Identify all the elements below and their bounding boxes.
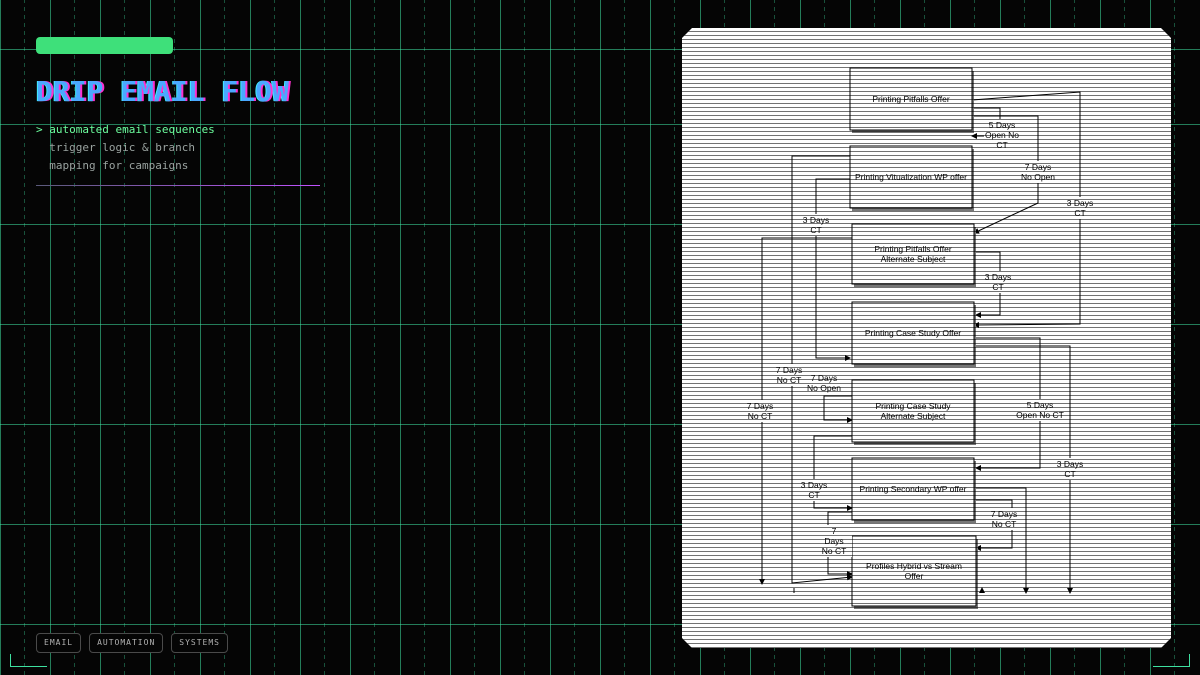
subtitle-line: > automated email sequences — [36, 123, 215, 136]
edge-label-text: CT — [1064, 469, 1075, 479]
edge-label-text: 3 Days — [1067, 198, 1093, 208]
node-label: Printing Secondary WP offer — [860, 484, 967, 494]
node-label: Printing Case Study — [875, 401, 951, 411]
edge-label-text: CT — [1074, 208, 1085, 218]
accent-bar — [36, 37, 173, 54]
tag-automation: AUTOMATION — [89, 633, 164, 653]
node-label: Printing Pitfalls Offer — [872, 94, 949, 104]
edge-label-text: CT — [992, 282, 1003, 292]
edge-label-text: No Open — [1021, 172, 1055, 182]
subtitle-line: mapping for campaigns — [36, 159, 189, 172]
node-label: Alternate Subject — [881, 254, 946, 264]
edge-label-text: 7 Days — [776, 365, 802, 375]
edge-label-text: No CT — [992, 519, 1017, 529]
node-label: Offer — [905, 571, 924, 581]
edge-label-text: No CT — [777, 375, 802, 385]
edge-label-text: 5 Days — [1027, 400, 1053, 410]
corner-bracket-icon — [10, 654, 47, 667]
edge-label-text: 7 Days — [811, 373, 837, 383]
edge-label-text: 7 Days — [747, 401, 773, 411]
edge-label-text: 7 Days — [991, 509, 1017, 519]
edge-label-text: CT — [996, 140, 1007, 150]
edge-label-text: Open No — [985, 130, 1019, 140]
edge-label-text: CT — [810, 225, 821, 235]
edge-label-text: Open No CT — [1016, 410, 1064, 420]
edge-label-text: Days — [824, 536, 843, 546]
edge-label-text: 3 Days — [803, 215, 829, 225]
tag-systems: SYSTEMS — [171, 633, 228, 653]
page-title: DRIP EMAIL FLOW — [36, 75, 289, 108]
corner-bracket-icon — [1153, 654, 1190, 667]
edge-label-text: No Open — [807, 383, 841, 393]
edge-label-text: 7 Days — [1025, 162, 1051, 172]
separator-line — [36, 185, 320, 186]
tag-email: EMAIL — [36, 633, 82, 653]
node-label: Printing Vitualization WP offer — [855, 172, 967, 182]
node-label: Printing Case Study Offer — [865, 328, 961, 338]
edge-label-text: CT — [808, 490, 819, 500]
subtitle: > automated email sequences trigger logi… — [36, 121, 336, 175]
node-label: Printing Pitfalls Offer — [874, 244, 951, 254]
edge-label-text: 3 Days — [1057, 459, 1083, 469]
edge-label-text: 5 Days — [989, 120, 1015, 130]
tag-list: EMAIL AUTOMATION SYSTEMS — [36, 633, 228, 653]
edge-label-text: 3 Days — [985, 272, 1011, 282]
edge-label-text: No CT — [748, 411, 773, 421]
edge-label-text: 7 — [832, 526, 837, 536]
subtitle-line: trigger logic & branch — [36, 141, 195, 154]
node-label: Profiles Hybrid vs Stream — [866, 561, 962, 571]
flow-connector — [974, 488, 1026, 593]
edge-label-text: No CT — [822, 546, 847, 556]
flow-connector — [824, 396, 852, 420]
flow-connector — [816, 179, 850, 358]
node-label: Alternate Subject — [881, 411, 946, 421]
edge-label-text: 3 Days — [801, 480, 827, 490]
